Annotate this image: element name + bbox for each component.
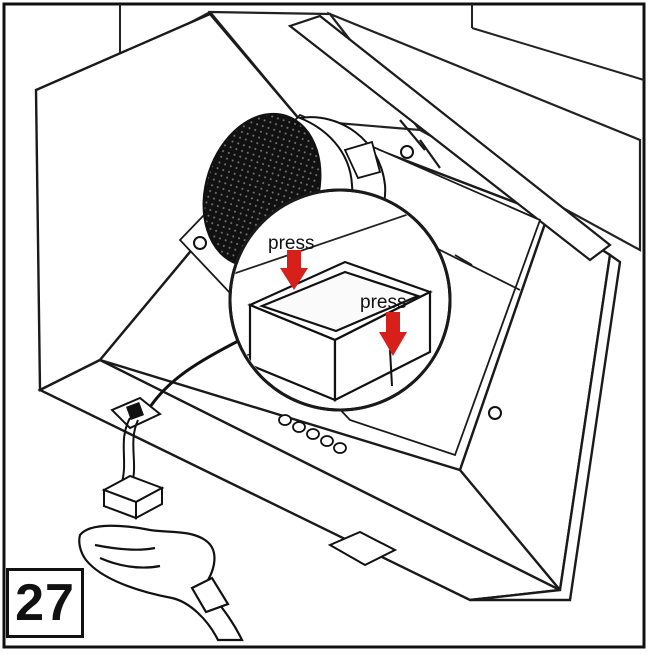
step-number-box: 27: [6, 568, 84, 638]
callout-press-right: press: [360, 292, 406, 313]
hood-body: [34, 12, 622, 602]
junction-box-magnified: [247, 260, 433, 402]
power-cable: [143, 333, 251, 416]
callout-press-left: press: [268, 233, 314, 254]
step-number: 27: [15, 574, 75, 632]
press-arrow-left: [280, 250, 308, 290]
hand: [78, 524, 244, 642]
press-arrows: [280, 250, 407, 356]
junction-box-small: [101, 474, 165, 520]
glass-panel: [287, 14, 612, 262]
magnifier-inset: [228, 188, 452, 412]
light-cover: [327, 530, 398, 567]
junction-opening: [110, 396, 162, 430]
press-arrow-right: [379, 312, 407, 356]
control-buttons: [278, 414, 347, 454]
